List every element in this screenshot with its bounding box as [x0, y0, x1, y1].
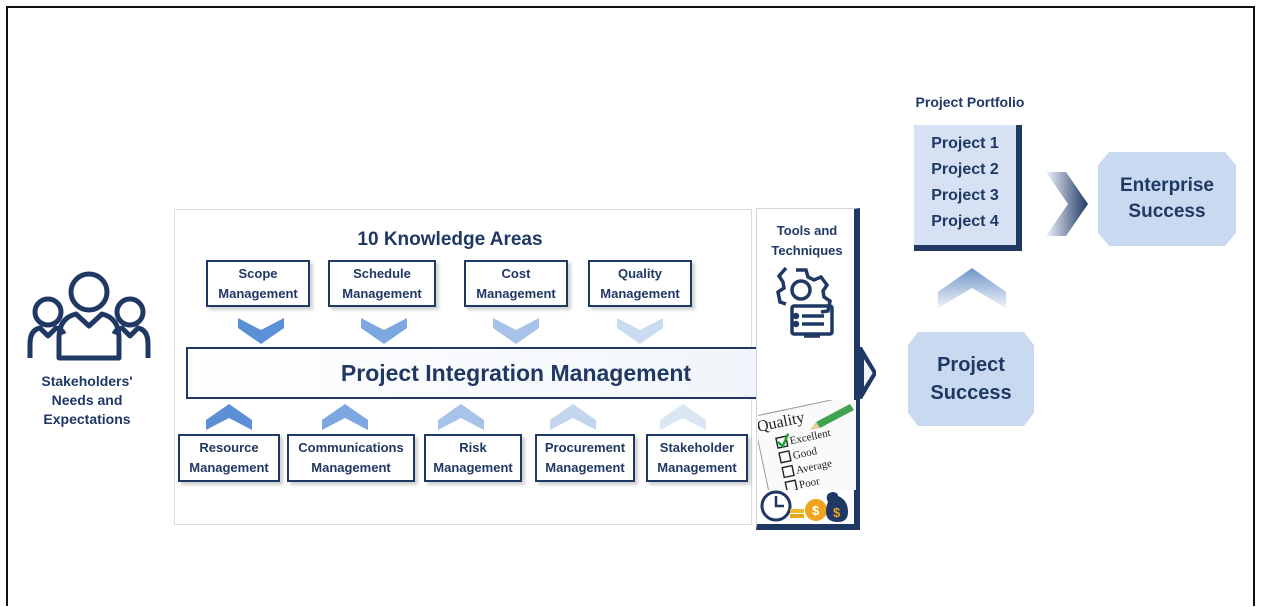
ka-communications-management: Communications Management — [287, 434, 415, 482]
enterprise-success-badge: Enterprise Success — [1098, 152, 1236, 246]
svg-text:$: $ — [812, 503, 820, 518]
chevron-down-icon — [493, 318, 539, 344]
checklist-item: Poor — [798, 475, 821, 490]
checklist-item: Good — [792, 445, 819, 462]
svg-text:$: $ — [833, 505, 841, 520]
portfolio-box — [914, 125, 1022, 251]
chevron-up-icon — [438, 404, 484, 430]
tools-title: Tools and Techniques — [771, 223, 843, 258]
ka-stakeholder-management: Stakeholder Management — [646, 434, 748, 482]
portfolio-project: Project 1 — [931, 135, 999, 152]
chevron-down-icon — [238, 318, 284, 344]
portfolio-title: Project Portfolio — [915, 94, 1025, 110]
clock-money-icon: $ $ — [760, 490, 848, 522]
project-success-badge: Project Success — [908, 332, 1034, 426]
ka-quality-management: Quality Management — [588, 260, 692, 307]
chevron-up-icon — [550, 404, 596, 430]
chevron-right-icon — [1046, 172, 1088, 236]
ka-schedule-management: Schedule Management — [328, 260, 436, 307]
integration-label: Project Integration Management — [340, 359, 692, 386]
chevron-up-icon — [938, 268, 1006, 308]
diagram-frame — [6, 6, 1255, 606]
portfolio-project: Project 4 — [931, 213, 999, 230]
chevron-up-icon — [660, 404, 706, 430]
ka-resource-management: Resource Management — [178, 434, 280, 482]
people-group-icon — [27, 271, 151, 361]
chevron-down-icon — [361, 318, 407, 344]
integration-arrow — [186, 347, 876, 399]
portfolio-project: Project 3 — [931, 187, 999, 204]
gear-document-icon — [776, 266, 834, 338]
chevron-up-icon — [206, 404, 252, 430]
quality-checklist-icon: Quality Excellent Good Average Poor — [758, 400, 856, 490]
ka-scope-management: Scope Management — [206, 260, 310, 307]
ka-cost-management: Cost Management — [464, 260, 568, 307]
chevron-up-icon — [322, 404, 368, 430]
ka-procurement-management: Procurement Management — [535, 434, 635, 482]
portfolio-project: Project 2 — [931, 161, 999, 178]
stakeholders-label: Stakeholders' Needs and Expectations — [41, 373, 133, 427]
chevron-down-icon — [617, 318, 663, 344]
ka-risk-management: Risk Management — [424, 434, 522, 482]
knowledge-areas-title: 10 Knowledge Areas — [357, 229, 543, 250]
